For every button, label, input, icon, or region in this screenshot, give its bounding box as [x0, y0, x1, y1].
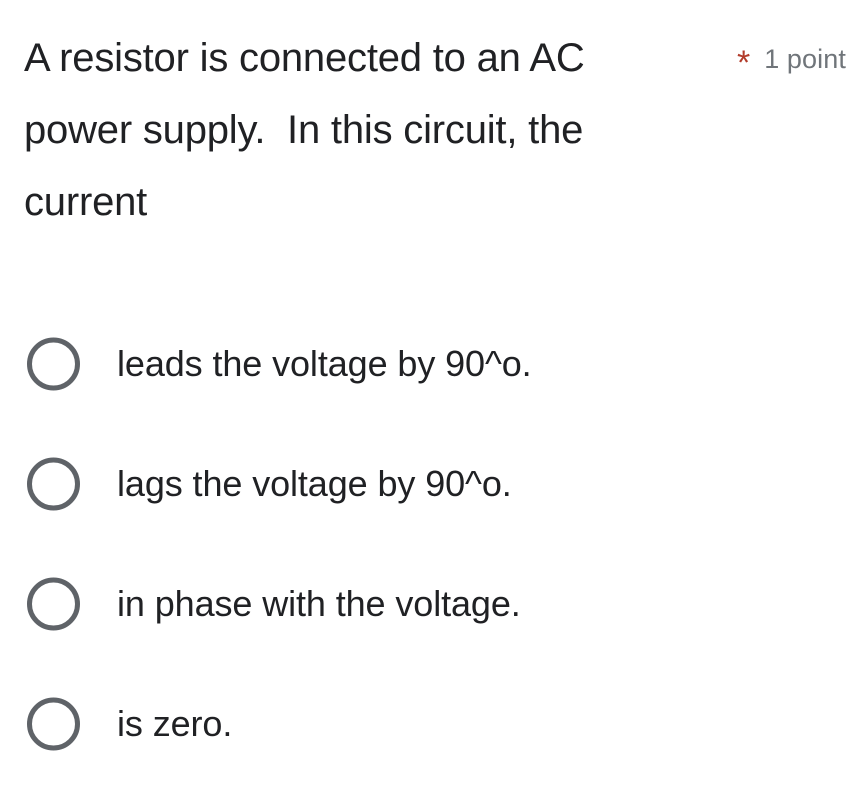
radio-button-icon[interactable] — [27, 337, 80, 391]
points-label: 1 point — [764, 44, 846, 74]
option-row[interactable]: is zero. — [0, 664, 863, 784]
option-label: lags the voltage by 90^o. — [117, 463, 512, 504]
option-label: is zero. — [117, 703, 233, 744]
question-title: A resistor is connected to an AC power s… — [24, 36, 596, 224]
option-label: in phase with the voltage. — [117, 583, 521, 624]
option-label: leads the voltage by 90^o. — [117, 343, 532, 384]
options-list: leads the voltage by 90^o. lags the volt… — [0, 304, 863, 784]
option-row[interactable]: leads the voltage by 90^o. — [0, 304, 863, 424]
radio-button-icon[interactable] — [27, 457, 80, 511]
option-row[interactable]: in phase with the voltage. — [0, 544, 863, 664]
radio-button-icon[interactable] — [27, 697, 80, 751]
option-row[interactable]: lags the voltage by 90^o. — [0, 424, 863, 544]
required-asterisk-icon: * — [736, 44, 751, 82]
points-block: * 1 point — [737, 40, 846, 80]
radio-button-icon[interactable] — [27, 577, 80, 631]
